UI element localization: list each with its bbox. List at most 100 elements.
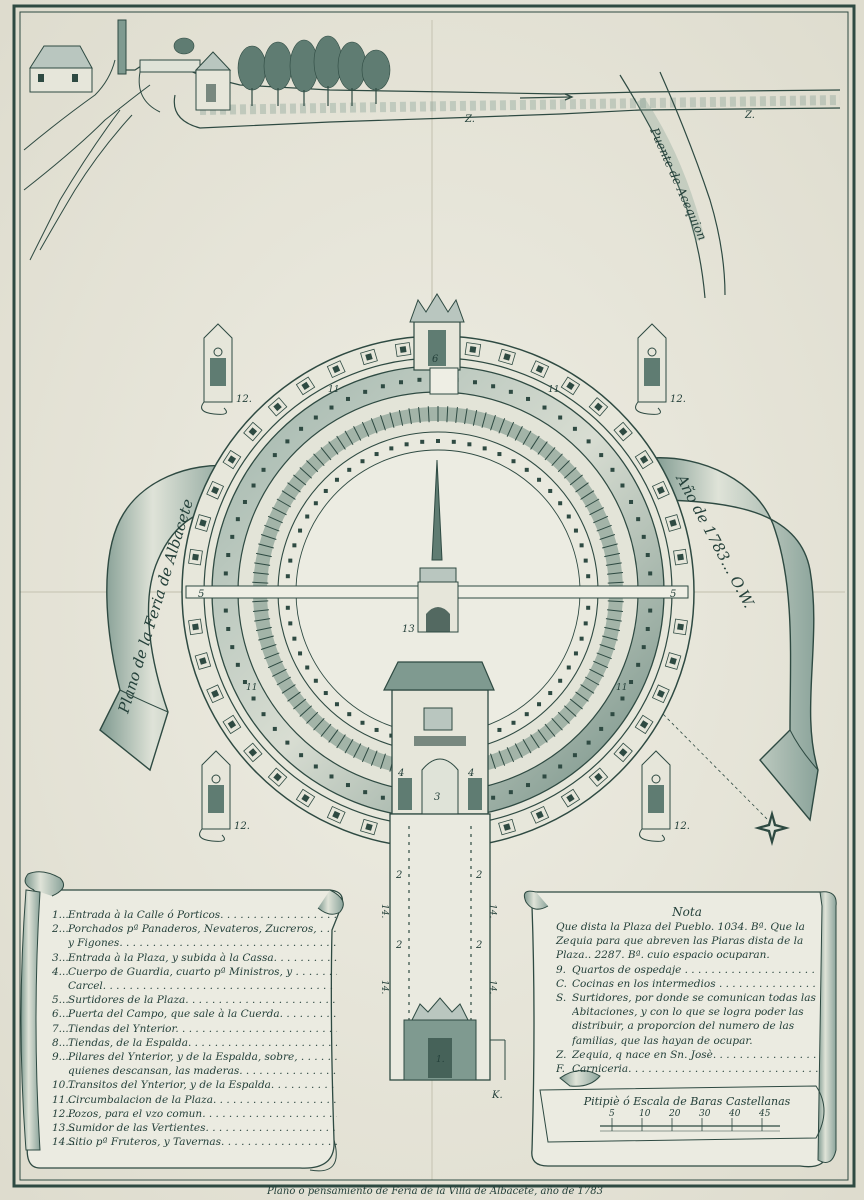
- inner-pillar-mark: [374, 452, 379, 457]
- legend-left: 1...Entrada à la Calle ó Porticos.2...Po…: [52, 908, 337, 1149]
- outer-shop-mark: [613, 742, 633, 763]
- inner-pillar-mark: [467, 442, 472, 447]
- stall-hatch: [254, 562, 271, 566]
- stall-hatch: [306, 711, 319, 724]
- stall-hatch: [313, 718, 325, 731]
- outer-shop-mark: [360, 818, 378, 836]
- well-number: 12.: [236, 394, 252, 405]
- stall-hatch: [569, 698, 583, 710]
- legend-left-number: 1...: [52, 909, 69, 921]
- pillar-mark: [226, 626, 231, 631]
- farmhouse: [29, 45, 93, 93]
- stall-hatch: [602, 635, 618, 641]
- pillar-mark: [235, 517, 240, 522]
- pillar-mark: [586, 439, 591, 444]
- inner-pillar-mark: [524, 712, 529, 717]
- plan-label-5-right: 5: [670, 589, 676, 600]
- legend-left-number: 6...: [52, 1008, 69, 1021]
- legend-left-number: 8...: [52, 1036, 69, 1049]
- pillar-mark: [542, 774, 547, 779]
- legend-right-row: C.Cocinas en los intermedios: [556, 977, 818, 991]
- legend-left-row: 6...Puerta del Campo, que sale à la Cuer…: [52, 1007, 337, 1021]
- stall-hatch: [272, 507, 287, 516]
- stall-hatch: [498, 418, 506, 434]
- stall-hatch: [607, 600, 624, 603]
- outer-shop-mark: [326, 360, 346, 379]
- stall-hatch: [267, 660, 283, 669]
- inner-frame: [19, 11, 849, 1181]
- outer-shop-mark: [295, 788, 316, 808]
- pillar-mark: [572, 753, 577, 758]
- pillar-mark: [272, 726, 277, 731]
- plan-label-2a: 2: [395, 870, 402, 881]
- inner-pillar-mark: [586, 574, 591, 579]
- pillar-mark: [299, 426, 304, 431]
- outer-shop-mark: [326, 805, 346, 824]
- legend-left-row: 11...Circumbalacion de la Plaza.: [52, 1093, 337, 1107]
- stall-hatch: [522, 430, 532, 446]
- legend-right-number: Z.: [556, 1048, 567, 1061]
- legend-left-row: 7...Tiendas del Ynterior.: [52, 1022, 337, 1036]
- stall-hatch: [255, 552, 272, 558]
- stall-hatch: [514, 426, 523, 441]
- outer-shop-mark: [560, 788, 581, 808]
- outer-shop-mark: [188, 548, 203, 566]
- pillar-mark: [645, 553, 650, 558]
- inner-pillar-mark: [288, 621, 293, 626]
- outer-shop-mark: [498, 818, 516, 836]
- legend-left-row: quienes descansan, las maderas.: [52, 1064, 337, 1078]
- inner-pillar-mark: [334, 477, 339, 482]
- stall-hatch: [398, 409, 404, 426]
- legend-left-row: y Figones.: [52, 936, 337, 950]
- legend-left-text: Surtidores de la Plaza.: [68, 993, 337, 1007]
- stall-hatch: [353, 426, 362, 441]
- legend-left-number: [52, 979, 68, 993]
- plan-label-2d: 2: [475, 940, 482, 951]
- stall-hatch: [472, 409, 478, 426]
- outer-shop-mark: [664, 652, 682, 670]
- stall-hatch: [599, 534, 616, 540]
- pillar-mark: [226, 553, 231, 558]
- inner-pillar-mark: [420, 439, 425, 444]
- legend-right-number: F.: [556, 1063, 565, 1076]
- pillar-mark: [526, 396, 531, 401]
- legend-left-text: Porchados pª Panaderos, Nevateros, Zucre…: [68, 922, 337, 936]
- pillar-mark: [641, 534, 646, 539]
- inner-pillar-mark: [305, 514, 310, 519]
- pillar-mark: [558, 764, 563, 769]
- stall-hatch: [564, 467, 577, 479]
- stall-hatch: [575, 482, 589, 493]
- plan-label-14-right: 14.: [487, 904, 497, 918]
- stall-hatch: [580, 684, 595, 694]
- stall-hatch: [602, 543, 618, 549]
- entrance-corridor: [383, 661, 506, 1081]
- stall-hatch: [446, 406, 449, 423]
- stall-hatch: [537, 441, 548, 455]
- inner-pillar-mark: [305, 665, 310, 670]
- stall-hatch: [370, 418, 378, 434]
- pillar-mark: [508, 790, 513, 795]
- legend-left-text: Pilares del Ynterior, y de la Espalda, s…: [68, 1050, 337, 1064]
- inner-pillar-mark: [497, 727, 502, 732]
- pillar-mark: [251, 483, 256, 488]
- stall-hatch: [287, 482, 301, 493]
- outer-shop-mark: [194, 652, 212, 670]
- inner-pillar-mark: [558, 678, 563, 683]
- central-sumidor: [417, 459, 459, 633]
- outer-shop-mark: [206, 684, 225, 704]
- stall-hatch: [605, 562, 622, 566]
- legend-left-row: 12...Pozos, para el vzo comun.: [52, 1107, 337, 1121]
- legend-left-number: 10...: [52, 1079, 76, 1092]
- inner-pillar-mark: [573, 528, 578, 533]
- outer-shop-mark: [243, 421, 263, 442]
- well-icon: 12.: [201, 323, 252, 415]
- stall-hatch: [258, 543, 274, 549]
- stall-hatch: [522, 738, 532, 754]
- legend-left-text: quienes descansan, las maderas.: [68, 1064, 337, 1078]
- legend-left-number: 4...: [52, 965, 69, 978]
- pillar-mark: [526, 783, 531, 788]
- outer-frame: [12, 4, 856, 1188]
- inner-pillar-mark: [583, 621, 588, 626]
- plan-label-2b: 2: [475, 870, 482, 881]
- inner-pillar-mark: [298, 651, 303, 656]
